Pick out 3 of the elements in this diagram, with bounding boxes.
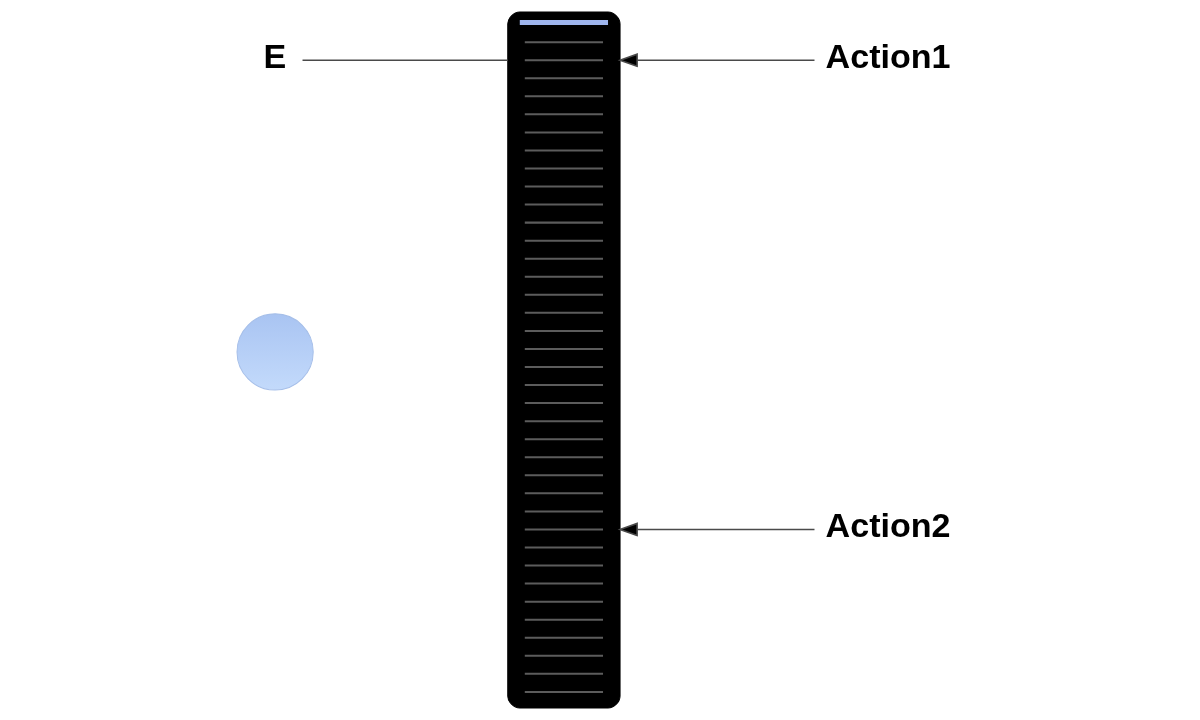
node-text: E [263,36,287,75]
node-text: Action1 [825,36,951,75]
node-text: Action2 [825,506,951,545]
